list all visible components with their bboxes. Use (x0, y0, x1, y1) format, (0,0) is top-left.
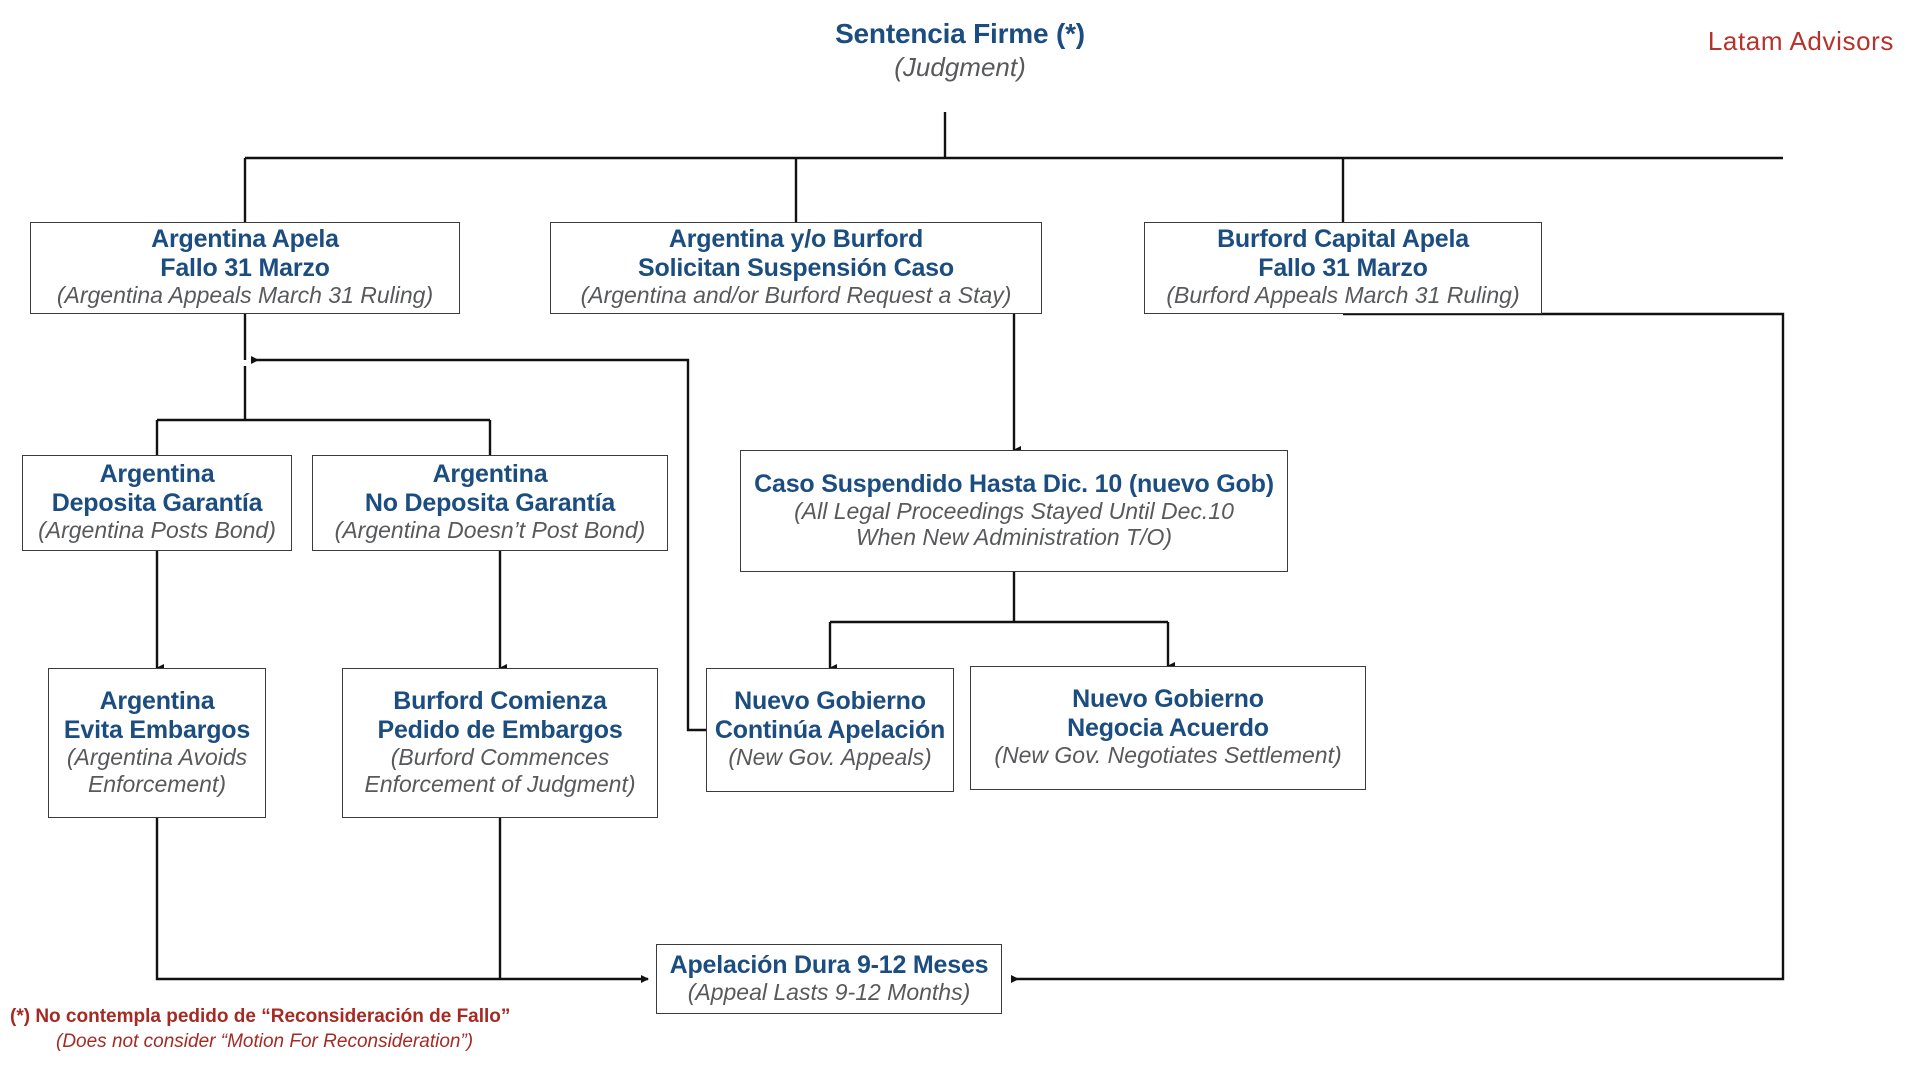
node-case-stayed[interactable]: Caso Suspendido Hasta Dic. 10 (nuevo Gob… (740, 450, 1288, 572)
node-title-line2: Solicitan Suspensión Caso (638, 253, 954, 282)
node-title-line1: Nuevo Gobierno (1072, 685, 1264, 714)
node-title-line2: Fallo 31 Marzo (160, 253, 330, 282)
node-subtitle: (Appeal Lasts 9-12 Months) (687, 979, 971, 1006)
node-title-line1: Burford Comienza (393, 687, 607, 716)
footnote-es: (*) No contempla pedido de “Reconsiderac… (10, 1006, 511, 1027)
root-title-es: Sentencia Firme (*) (835, 18, 1085, 49)
edge-newgov-feedback (251, 356, 706, 732)
node-argentina-posts-bond[interactable]: Argentina Deposita Garantía (Argentina P… (22, 455, 292, 551)
brand-logo: Latam Advisors (1707, 26, 1894, 56)
root-title-en: (Judgment) (894, 52, 1026, 82)
node-title-line1: Argentina y/o Burford (668, 225, 924, 254)
footnote: (*) No contempla pedido de “Reconsiderac… (10, 1006, 510, 1053)
node-subtitle: (New Gov. Appeals) (728, 744, 932, 771)
node-new-gov-appeals[interactable]: Nuevo Gobierno Continúa Apelación (New G… (706, 668, 954, 792)
page-title: Sentencia Firme (*) (Judgment) (0, 18, 1920, 83)
footnote-en: (Does not consider “Motion For Reconside… (56, 1031, 474, 1052)
node-argentina-no-bond[interactable]: Argentina No Deposita Garantía (Argentin… (312, 455, 668, 551)
node-subtitle: (Argentina Appeals March 31 Ruling) (56, 282, 434, 309)
node-title-line1: Nuevo Gobierno (734, 687, 926, 716)
node-burford-appeals[interactable]: Burford Capital Apela Fallo 31 Marzo (Bu… (1144, 222, 1542, 314)
node-subtitle: (Burford Appeals March 31 Ruling) (1166, 282, 1520, 309)
node-title-line1: Burford Capital Apela (1217, 225, 1469, 254)
node-stay-request[interactable]: Argentina y/o Burford Solicitan Suspensi… (550, 222, 1042, 314)
node-title-line2: Fallo 31 Marzo (1258, 253, 1428, 282)
node-subtitle-line1: (Burford Commences (390, 744, 610, 771)
node-title-line2: Negocia Acuerdo (1067, 713, 1269, 742)
node-title-line1: Apelación Dura 9-12 Meses (669, 950, 989, 979)
node-title-line1: Argentina Apela (151, 225, 339, 254)
node-appeal-duration[interactable]: Apelación Dura 9-12 Meses (Appeal Lasts … (656, 944, 1002, 1014)
node-title-line2: Pedido de Embargos (377, 715, 623, 744)
node-title-line2: No Deposita Garantía (364, 488, 616, 517)
node-subtitle-line1: (Argentina Avoids (66, 744, 248, 771)
node-subtitle: (New Gov. Negotiates Settlement) (994, 742, 1342, 769)
node-title-line1: Argentina (432, 460, 548, 489)
node-subtitle-line1: (All Legal Proceedings Stayed Until Dec.… (794, 498, 1234, 525)
node-argentina-appeals[interactable]: Argentina Apela Fallo 31 Marzo (Argentin… (30, 222, 460, 314)
node-burford-enforcement[interactable]: Burford Comienza Pedido de Embargos (Bur… (342, 668, 658, 818)
node-title-line1: Argentina (99, 687, 215, 716)
node-subtitle-line2: Enforcement) (87, 770, 227, 797)
node-argentina-avoids-enforcement[interactable]: Argentina Evita Embargos (Argentina Avoi… (48, 668, 266, 818)
node-subtitle: (Argentina Doesn’t Post Bond) (334, 517, 646, 544)
edge-burfordapela-to-appeal (1011, 312, 1785, 983)
node-subtitle-line2: When New Administration T/O) (855, 524, 1173, 551)
node-subtitle: (Argentina and/or Burford Request a Stay… (580, 282, 1012, 309)
node-title-line2: Deposita Garantía (51, 488, 263, 517)
node-subtitle-line2: Enforcement of Judgment) (364, 770, 636, 797)
node-title-line1: Argentina (99, 460, 215, 489)
edge-avoids-to-appeal (155, 818, 649, 983)
node-title-line2: Evita Embargos (63, 715, 251, 744)
node-subtitle: (Argentina Posts Bond) (38, 517, 276, 544)
node-title-line1: Caso Suspendido Hasta Dic. 10 (nuevo Gob… (754, 469, 1274, 498)
node-new-gov-settlement[interactable]: Nuevo Gobierno Negocia Acuerdo (New Gov.… (970, 666, 1366, 790)
node-title-line2: Continúa Apelación (714, 715, 946, 744)
